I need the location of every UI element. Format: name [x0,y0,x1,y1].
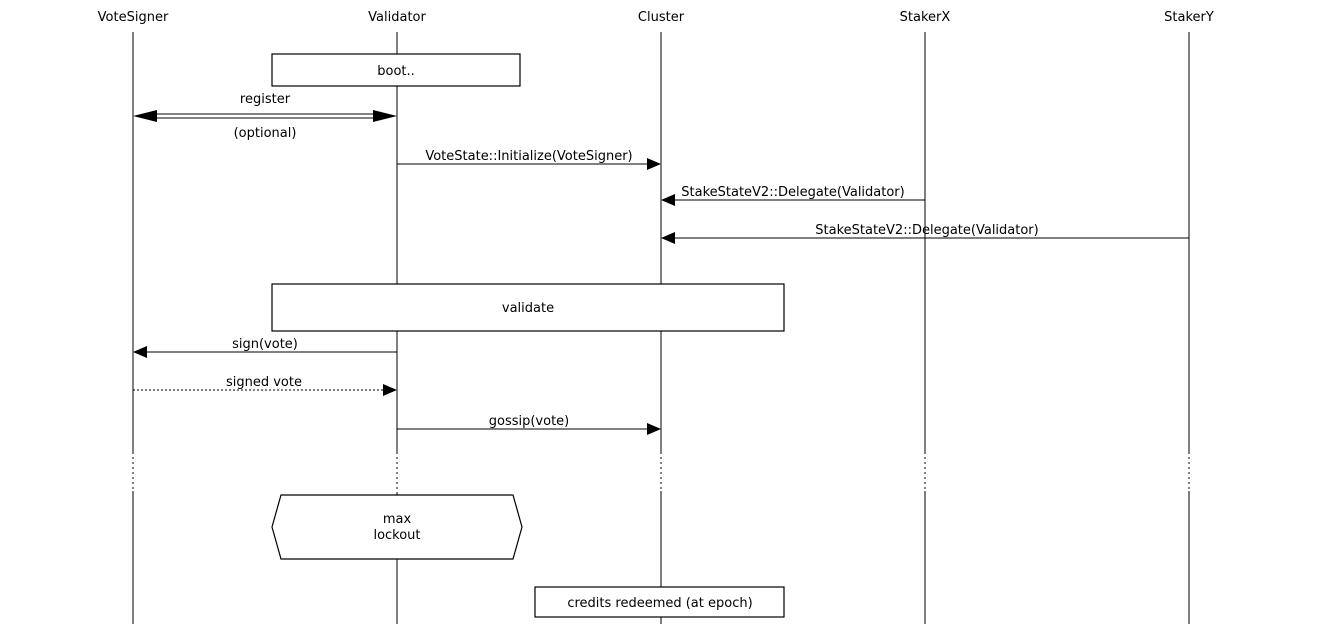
register-note: (optional) [234,126,297,141]
validate-box: validate [271,283,785,332]
actor-label-stakerx: StakerX [900,10,951,25]
sign-vote-label: sign(vote) [232,337,298,352]
gossip-vote-arrowhead [647,423,661,435]
sign-vote-arrow: sign(vote) [133,337,397,358]
actor-label-stakery: StakerY [1164,10,1214,25]
register-label: register [240,92,291,107]
signed-vote-arrowhead [383,384,397,396]
vote-initialize-arrow: VoteState::Initialize(VoteSigner) [397,149,661,170]
register-arrow: register (optional) [133,92,397,141]
gossip-vote-arrow: gossip(vote) [397,414,661,435]
max-lockout-label-line2: lockout [373,528,420,543]
delegate-stakerx-arrowhead [661,194,675,206]
max-lockout-box: max lockout [271,494,523,560]
delegate-stakery-arrowhead [661,232,675,244]
credits-redeemed-label: credits redeemed (at epoch) [567,596,752,611]
vote-initialize-arrowhead [647,158,661,170]
max-lockout-label-line1: max [383,512,412,527]
actor-label-cluster: Cluster [638,10,685,25]
boot-box: boot.. [271,53,521,87]
credits-redeemed-box: credits redeemed (at epoch) [534,586,785,618]
register-arrowhead-right [373,110,397,122]
boot-box-label: boot.. [377,64,415,79]
register-arrowhead-left [133,110,157,122]
delegate-stakery-label: StakeStateV2::Delegate(Validator) [815,223,1038,238]
signed-vote-arrow: signed vote [133,375,397,396]
delegate-stakery-arrow: StakeStateV2::Delegate(Validator) [661,223,1189,244]
gossip-vote-label: gossip(vote) [489,414,570,429]
actor-label-votesigner: VoteSigner [98,10,169,25]
vote-initialize-label: VoteState::Initialize(VoteSigner) [425,149,632,164]
delegate-stakerx-label: StakeStateV2::Delegate(Validator) [681,185,904,200]
signed-vote-label: signed vote [226,375,302,390]
validate-box-label: validate [502,301,554,316]
actor-label-validator: Validator [368,10,426,25]
delegate-stakerx-arrow: StakeStateV2::Delegate(Validator) [661,185,925,206]
sign-vote-arrowhead [133,346,147,358]
